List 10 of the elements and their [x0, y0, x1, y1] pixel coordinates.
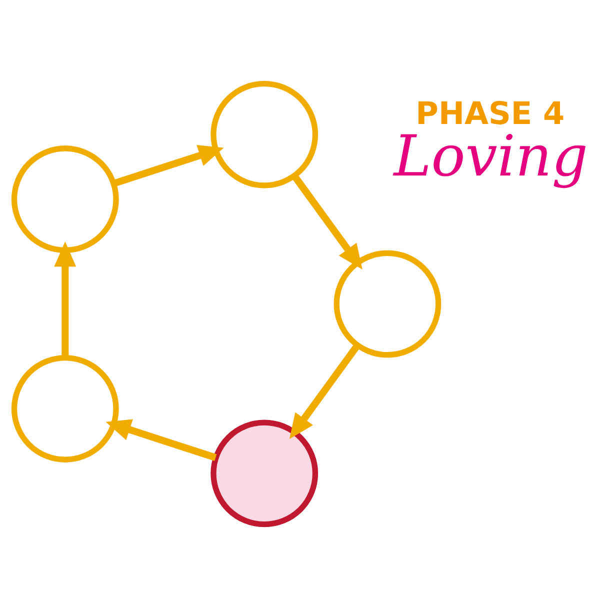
- node-circle: [210, 80, 318, 188]
- node-circle: [11, 146, 119, 253]
- arrow: [106, 419, 217, 461]
- node-circle: [334, 250, 442, 358]
- node-circle: [210, 420, 318, 528]
- arrow: [289, 343, 360, 439]
- arrow: [54, 242, 76, 358]
- node-circle: [11, 355, 119, 462]
- arrow: [292, 174, 362, 270]
- arrow: [112, 145, 224, 187]
